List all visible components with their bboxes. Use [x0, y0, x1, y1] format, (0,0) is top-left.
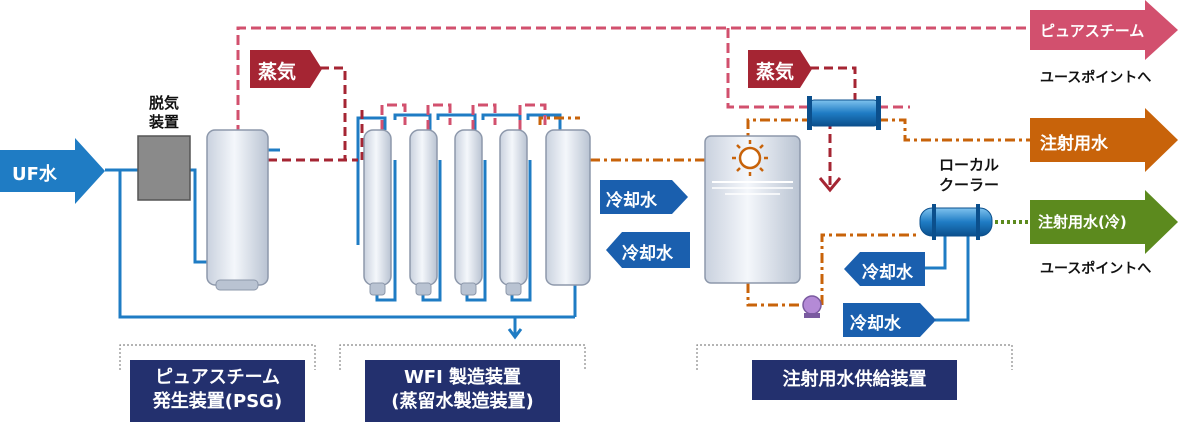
steam-label-2: 蒸気 — [756, 61, 795, 83]
section-psg: ピュアスチーム 発生装置(PSG) — [130, 360, 305, 422]
local-cooler-label: ローカル クーラー — [938, 156, 999, 194]
cooling-tag-1 — [600, 180, 688, 214]
cooling-tag-3 — [844, 252, 925, 286]
pump-icon — [802, 295, 822, 318]
cooling-tag-2 — [606, 232, 690, 268]
local-cooler-unit — [919, 204, 993, 240]
wfi-columns — [363, 129, 591, 296]
pure-steam-label: ピュアスチーム — [1040, 22, 1145, 40]
heater-icon — [732, 140, 768, 176]
cooling-label-1: 冷却水 — [606, 191, 657, 211]
steam-lines — [268, 66, 857, 185]
psg-tank — [206, 129, 269, 291]
steam-drain-arrow — [818, 177, 842, 193]
section-wfi-unit: WFI 製造装置 (蒸留水製造装置) — [365, 360, 560, 422]
pure-steam-lines — [236, 26, 1030, 135]
uf-water-label: UF水 — [12, 164, 57, 185]
uf-water-arrow — [0, 138, 105, 204]
steam-tag-1 — [250, 50, 322, 88]
cooler-cooling-lines — [925, 232, 970, 322]
wfi-label: 注射用水 — [1040, 134, 1108, 154]
wfi-cold-arrow — [1030, 190, 1178, 254]
wfi-lines — [538, 116, 1030, 307]
heat-exchanger-top — [807, 96, 881, 130]
cooling-label-3: 冷却水 — [862, 263, 913, 283]
cooling-label-4: 冷却水 — [850, 314, 901, 334]
degasser-unit — [137, 135, 191, 201]
cooling-tag-4 — [843, 303, 936, 337]
steam-tag-2 — [748, 50, 812, 88]
wfi-cold-sub-label: ユースポイントへ — [1040, 261, 1152, 277]
wfi-arrow — [1030, 108, 1178, 172]
steam-label-1: 蒸気 — [258, 61, 297, 83]
cooling-label-2: 冷却水 — [622, 244, 673, 264]
pure-steam-arrow — [1030, 0, 1178, 60]
degasser-label: 脱気 装置 — [148, 94, 179, 131]
section-supply-unit: 注射用水供給装置 — [752, 360, 957, 400]
wfi-cold-label: 注射用水(冷) — [1038, 213, 1127, 231]
pure-steam-sub-label: ユースポイントへ — [1040, 70, 1152, 86]
wfi-storage-tank — [704, 135, 801, 284]
section-brackets — [119, 344, 1013, 370]
